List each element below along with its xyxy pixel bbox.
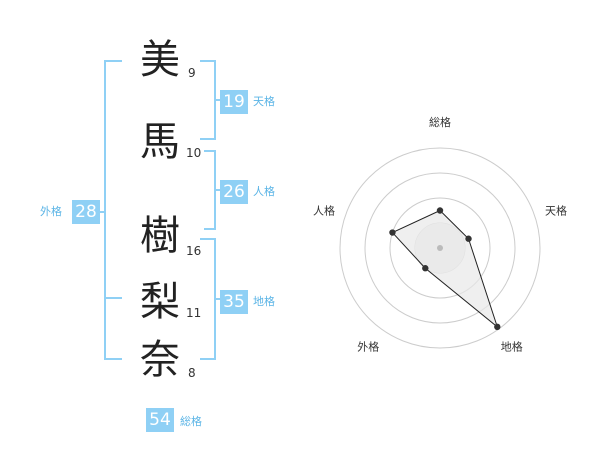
radar-polygon bbox=[391, 209, 499, 329]
jinkaku-connector bbox=[214, 189, 220, 191]
stroke-count-2: 10 bbox=[186, 146, 202, 160]
stroke-count-1: 9 bbox=[188, 66, 196, 80]
char-3: 樹 bbox=[140, 213, 180, 259]
radar-point-5 bbox=[389, 229, 396, 236]
radar-axis-label-3: 地格 bbox=[501, 340, 523, 354]
gaikaku-divider bbox=[104, 297, 122, 299]
chikaku-badge: 35 bbox=[220, 290, 248, 314]
radar-point-3 bbox=[494, 323, 501, 331]
radar-center-point bbox=[437, 245, 443, 251]
char-1: 美 bbox=[140, 37, 180, 83]
radar-ring-3 bbox=[364, 172, 516, 324]
radar-axis-label-2: 天格 bbox=[545, 203, 567, 217]
char-4: 梨 bbox=[140, 279, 180, 325]
soukaku-label: 総格 bbox=[180, 415, 202, 428]
stroke-count-5: 8 bbox=[188, 366, 196, 380]
tenkaku-badge: 19 bbox=[220, 90, 248, 114]
gaikaku-label: 外格 bbox=[40, 205, 62, 218]
stroke-count-4: 11 bbox=[186, 306, 202, 320]
chikaku-connector bbox=[214, 298, 220, 300]
radar-axis-label-1: 総格 bbox=[429, 115, 451, 129]
stroke-count-3: 16 bbox=[186, 244, 202, 258]
gaikaku-connector bbox=[98, 211, 106, 213]
radar-point-2 bbox=[465, 235, 472, 242]
tenkaku-label: 天格 bbox=[253, 95, 275, 108]
tenkaku-connector bbox=[214, 99, 220, 101]
radar-point-1 bbox=[436, 207, 444, 214]
soukaku-badge: 54 bbox=[146, 408, 174, 432]
radar-axis-label-5: 人格 bbox=[313, 203, 335, 217]
jinkaku-label: 人格 bbox=[253, 185, 275, 198]
char-5: 奈 bbox=[140, 337, 180, 383]
radar-ring-4 bbox=[339, 147, 541, 349]
radar-axis-label-4: 外格 bbox=[357, 340, 379, 354]
jinkaku-badge: 26 bbox=[220, 180, 248, 204]
gaikaku-bracket bbox=[104, 60, 122, 360]
gaikaku-badge: 28 bbox=[72, 200, 100, 224]
radar-point-4 bbox=[422, 265, 429, 272]
chikaku-label: 地格 bbox=[253, 295, 275, 308]
char-2: 馬 bbox=[140, 119, 180, 165]
radar-ring-2 bbox=[389, 197, 491, 299]
